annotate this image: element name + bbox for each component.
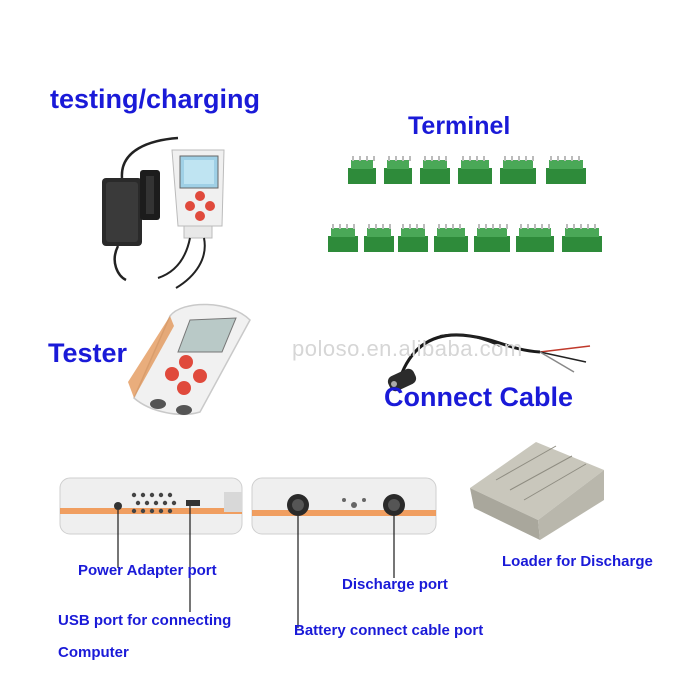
terminal-block	[474, 224, 510, 252]
terminal-block	[384, 156, 412, 184]
caption-loader-for-discharge: Loader for Discharge	[502, 553, 653, 570]
caption-battery-cable-port: Battery connect cable port	[294, 622, 484, 639]
terminal-block	[348, 156, 376, 184]
terminal-block	[500, 156, 536, 184]
terminal-block	[562, 224, 602, 252]
annotation-pointers	[117, 506, 395, 628]
charger-adapter-image	[102, 136, 179, 282]
label-tester: Tester	[48, 338, 128, 368]
label-terminel: Terminel	[408, 112, 511, 140]
connect-cable-image	[387, 333, 591, 392]
terminal-block	[420, 156, 450, 184]
terminal-blocks-image	[328, 156, 602, 252]
tester-device-image	[128, 303, 251, 416]
terminal-block	[458, 156, 492, 184]
terminal-block	[328, 224, 358, 252]
caption-discharge-port: Discharge port	[342, 576, 448, 593]
terminal-block	[434, 224, 468, 252]
watermark: poloso.en.alibaba.com	[292, 336, 523, 361]
device-side-view-usb	[59, 477, 243, 535]
caption-usb-port-line2: Computer	[58, 644, 129, 661]
terminal-block	[546, 156, 586, 184]
terminal-block	[364, 224, 394, 252]
label-connect-cable: Connect Cable	[384, 382, 574, 412]
handheld-tester-small-image	[157, 149, 225, 289]
terminal-block	[398, 224, 428, 252]
loader-box-image	[470, 442, 604, 540]
caption-usb-port-line1: USB port for connecting	[58, 612, 232, 629]
caption-power-adapter-port: Power Adapter port	[78, 562, 217, 579]
terminal-block	[516, 224, 554, 252]
device-side-view-discharge	[251, 477, 437, 535]
label-testing-charging: testing/charging	[50, 84, 261, 114]
